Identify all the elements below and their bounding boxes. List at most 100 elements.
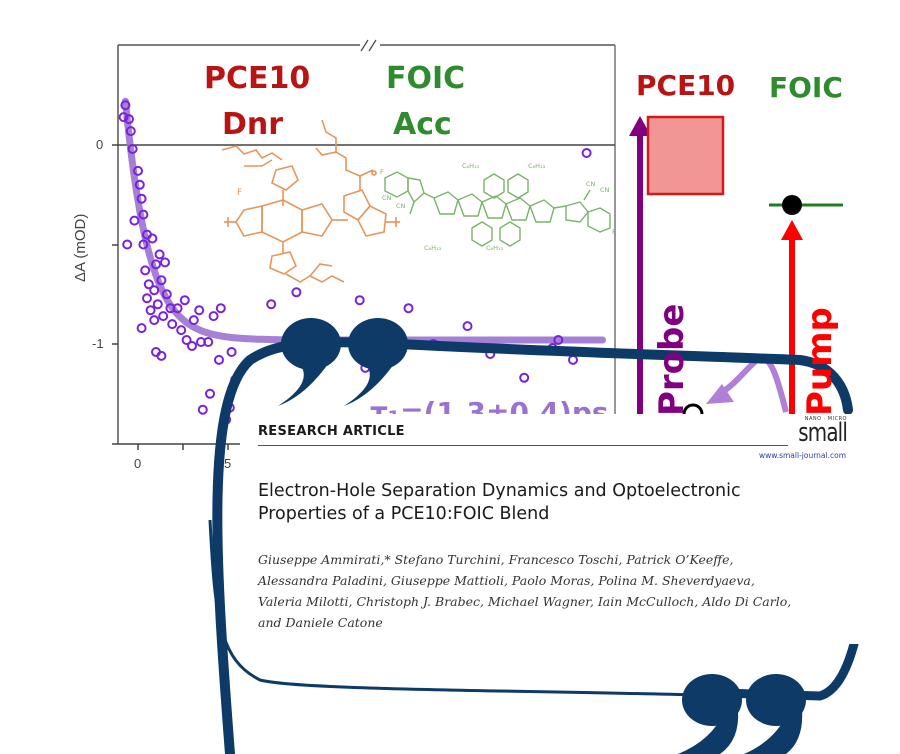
data-point-32 — [158, 311, 169, 322]
journal-logo: NANO · MICRO small — [785, 416, 848, 448]
y-axis-label: ΔA (mOD) — [72, 213, 89, 282]
donor-name-label: PCE10 — [204, 61, 311, 96]
data-point-22 — [142, 293, 152, 304]
foic-molecule-structure — [384, 171, 611, 247]
data-point-27 — [179, 295, 190, 306]
data-point-11 — [138, 239, 149, 250]
data-point-16 — [160, 257, 170, 268]
quote-line-bottom-right — [689, 638, 860, 701]
y-tick-label-0: 0 — [96, 137, 104, 152]
data-point-8 — [129, 215, 140, 226]
authors-line-3: Valeria Milotti, Christoph J. Brabec, Mi… — [258, 594, 792, 609]
data-point-40 — [187, 341, 197, 351]
article-title-line-1: Electron-Hole Separation Dynamics and Op… — [258, 481, 741, 501]
data-point-17 — [156, 275, 167, 286]
close-quote-icon — [678, 674, 806, 754]
svg-text:C₆H₁₃: C₆H₁₃ — [462, 162, 480, 170]
data-point-28 — [188, 315, 199, 326]
foic-structure-labels: C₆H₁₃ C₆H₁₃ C₆H₁₃ C₆H₁₃ CN CN CN CN F F — [380, 162, 616, 252]
author-list: Giuseppe Ammirati,* Stefano Turchini, Fr… — [258, 549, 838, 633]
data-point-62 — [581, 148, 592, 158]
authors-line-4: and Daniele Catone — [258, 615, 383, 630]
data-points — [118, 100, 592, 425]
data-point-5 — [133, 165, 143, 176]
authors-line-1: Giuseppe Ammirati,* Stefano Turchini, Fr… — [258, 552, 734, 567]
fit-curve — [121, 97, 606, 344]
data-point-3 — [125, 126, 136, 137]
hole-icon — [682, 403, 704, 415]
data-point-33 — [167, 319, 178, 330]
data-point-13 — [151, 259, 161, 270]
data-point-31 — [149, 315, 160, 326]
data-point-61 — [568, 354, 578, 365]
svg-text:F: F — [612, 228, 616, 236]
diagram-acceptor-label: FOIC — [769, 71, 843, 104]
x-tick-label-0: 0 — [134, 456, 142, 471]
data-point-26 — [172, 303, 183, 314]
data-point-39 — [181, 335, 192, 345]
svg-text:C₆H₁₃: C₆H₁₃ — [528, 162, 546, 170]
quote-line-bottom-left — [208, 519, 701, 697]
acceptor-role-label: Acc — [393, 107, 452, 142]
time-constant-clip: τ₁=(1.3±0.4)ps — [370, 394, 620, 414]
data-point-60 — [553, 335, 564, 345]
y-tick-label-minus1: -1 — [92, 336, 104, 351]
journal-url-link[interactable]: www.small-journal.com — [759, 451, 846, 460]
data-point-42 — [203, 337, 214, 347]
svg-text:CN: CN — [586, 180, 596, 188]
data-point-35 — [208, 311, 219, 322]
data-point-38 — [156, 350, 167, 361]
acceptor-name-label: FOIC — [386, 61, 466, 96]
header-rule — [258, 445, 788, 446]
data-point-45 — [205, 388, 215, 399]
data-point-4 — [127, 144, 138, 154]
data-point-19 — [143, 279, 154, 290]
pce10-molecule-structure — [221, 119, 400, 283]
data-point-54 — [403, 303, 414, 314]
data-point-56 — [462, 321, 473, 332]
data-point-7 — [136, 193, 147, 204]
charge-transfer-arrow-head — [706, 384, 734, 404]
data-point-0 — [118, 112, 129, 123]
donor-role-label: Dnr — [222, 107, 284, 142]
data-point-21 — [152, 299, 163, 310]
data-point-20 — [149, 285, 160, 296]
pump-arrow-head — [781, 220, 803, 240]
journal-name: small — [798, 418, 848, 448]
data-point-52 — [354, 295, 365, 306]
article-title: Electron-Hole Separation Dynamics and Op… — [258, 480, 818, 526]
data-point-50 — [266, 299, 277, 310]
diagram-donor-label: PCE10 — [636, 69, 736, 102]
axis-break-mark — [360, 39, 380, 52]
svg-text:CN: CN — [600, 186, 610, 194]
data-point-14 — [140, 265, 151, 276]
data-point-29 — [194, 305, 205, 316]
time-constant-label: τ₁=(1.3±0.4)ps — [370, 396, 609, 414]
svg-text:CN: CN — [382, 194, 392, 202]
data-point-51 — [291, 287, 302, 298]
data-point-34 — [176, 325, 187, 336]
fluorine-label: F — [237, 188, 242, 198]
charge-transfer-arrow — [716, 355, 789, 413]
data-point-9 — [138, 209, 149, 220]
journal-tagline: NANO · MICRO — [804, 416, 847, 422]
data-point-2 — [124, 114, 134, 125]
data-point-1 — [120, 100, 131, 111]
pump-label: Pump — [800, 307, 840, 416]
probe-label: Probe — [652, 303, 692, 416]
data-point-23 — [145, 305, 156, 316]
quote-frame-decoration — [208, 318, 860, 754]
data-point-58 — [519, 372, 530, 383]
svg-text:C₆H₁₃: C₆H₁₃ — [424, 244, 442, 252]
data-point-44 — [226, 347, 237, 357]
x-tick-label-5: 5 — [224, 456, 232, 471]
data-point-24 — [161, 289, 172, 300]
probe-arrow-head — [629, 116, 651, 136]
section-label: RESEARCH ARTICLE — [258, 424, 405, 439]
pce10-band-box — [646, 115, 725, 196]
energy-level-diagram — [629, 115, 843, 415]
data-point-36 — [215, 303, 226, 314]
svg-text:F: F — [380, 168, 384, 176]
